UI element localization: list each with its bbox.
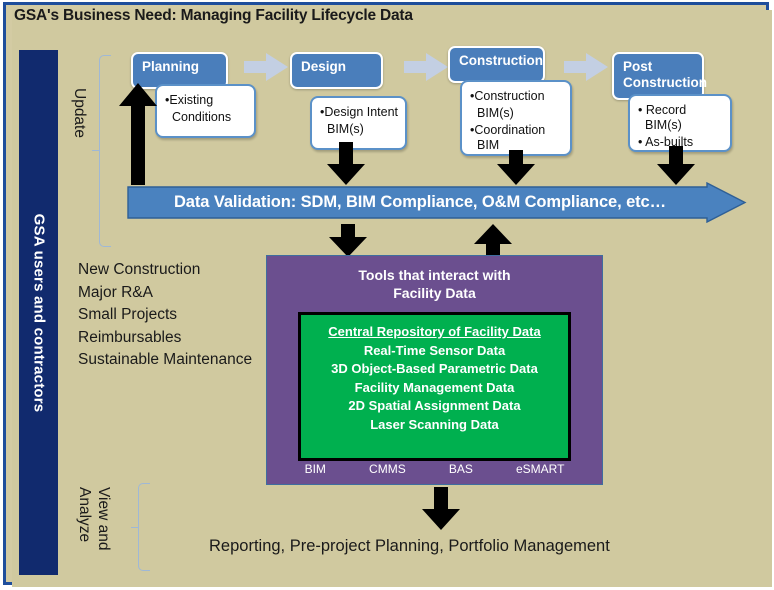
tools-container[interactable]: Tools that interact with Facility Data C… [266, 255, 603, 485]
repository-item: Laser Scanning Data [370, 416, 499, 432]
repository-item: Real-Time Sensor Data [363, 342, 506, 358]
arrow-validation-to-tools-icon [329, 224, 367, 257]
phase-box-construction[interactable]: Construction [448, 46, 545, 83]
detail-construction-line1: •Construction [470, 89, 545, 103]
list-item: Sustainable Maintenance [78, 351, 253, 368]
reporting-caption: Reporting, Pre-project Planning, Portfol… [209, 537, 610, 555]
data-validation-bar[interactable]: Data Validation: SDM, BIM Compliance, O&… [127, 182, 747, 223]
update-label: Update [71, 88, 88, 138]
view-analyze-brace-tick [131, 527, 138, 528]
detail-box-construction[interactable]: •Construction BIM(s) •Coordination BIM [460, 80, 572, 156]
update-brace-tick [92, 150, 99, 151]
phase-label-post-construction-line1: Post [623, 59, 653, 74]
sidebar-gsa-users: GSA users and contractors [19, 50, 58, 575]
project-type-list: New Construction Major R&A Small Project… [78, 259, 252, 372]
arrow-post-construction-to-validation-icon [657, 146, 695, 185]
repository-item: 2D Spatial Assignment Data [348, 398, 521, 414]
detail-post-line2: • As-builts [638, 135, 694, 149]
phase-label-design: Design [301, 59, 347, 74]
list-item: Small Projects [78, 306, 178, 323]
arrow-validation-to-planning-icon [119, 83, 157, 185]
list-item: Major R&A [78, 283, 153, 301]
detail-planning-line2: Conditions [172, 110, 232, 124]
list-item: Reimbursables [78, 328, 182, 346]
view-analyze-label-line2: Analyze [76, 487, 93, 543]
tool-label-esmart[interactable]: eSMART [515, 462, 565, 476]
view-analyze-brace [138, 483, 150, 571]
phase-box-design[interactable]: Design [290, 52, 383, 89]
arrow-tools-to-validation-icon [474, 224, 512, 257]
tools-title-line2: Facility Data [393, 285, 476, 301]
tool-label-cmms[interactable]: CMMS [369, 462, 406, 476]
list-item: New Construction [78, 261, 201, 278]
tools-title: Tools that interact with Facility Data [267, 266, 602, 302]
detail-construction-line2: BIM(s) [477, 106, 514, 120]
detail-box-post-construction[interactable]: • Record BIM(s) • As-builts [628, 94, 732, 152]
chevron-planning-to-design-icon [244, 53, 288, 81]
data-validation-label: Data Validation: SDM, BIM Compliance, O&… [173, 193, 667, 211]
phase-label-construction: Construction [459, 53, 543, 68]
sidebar-label: GSA users and contractors [30, 213, 47, 412]
arrow-design-to-validation-icon [327, 142, 365, 185]
repository-heading: Central Repository of Facility Data [328, 324, 541, 339]
detail-box-planning[interactable]: •Existing Conditions [155, 84, 256, 138]
phase-label-post-construction-line2: Construction [623, 75, 707, 90]
tool-label-bas[interactable]: BAS [448, 462, 473, 476]
detail-planning-line1: •Existing [165, 93, 214, 107]
arrow-construction-to-validation-icon [497, 150, 535, 185]
repository-item: Facility Management Data [354, 379, 515, 395]
chevron-design-to-construction-icon [404, 53, 448, 81]
phase-box-post-construction[interactable]: Post Construction [612, 52, 707, 100]
chevron-construction-to-post-icon [564, 53, 608, 81]
detail-construction-line3: •Coordination BIM [470, 123, 546, 152]
detail-design-line2: BIM(s) [327, 122, 364, 136]
view-analyze-label-line1: View and [95, 487, 112, 551]
detail-post-line1: • Record BIM(s) [638, 103, 687, 132]
page-title: GSA's Business Need: Managing Facility L… [14, 7, 413, 24]
tools-title-line1: Tools that interact with [358, 267, 511, 283]
detail-box-design[interactable]: •Design Intent BIM(s) [310, 96, 407, 150]
central-repository-box: Central Repository of Facility Data Real… [298, 312, 571, 461]
detail-design-line1: •Design Intent [320, 105, 399, 119]
arrow-tools-to-reporting-icon [422, 487, 460, 530]
repository-item: 3D Object-Based Parametric Data [331, 361, 538, 377]
tools-footer: BIM CMMS BAS eSMART [267, 462, 602, 476]
phase-label-planning: Planning [142, 59, 199, 74]
update-brace [99, 55, 111, 247]
tool-label-bim[interactable]: BIM [304, 462, 326, 476]
